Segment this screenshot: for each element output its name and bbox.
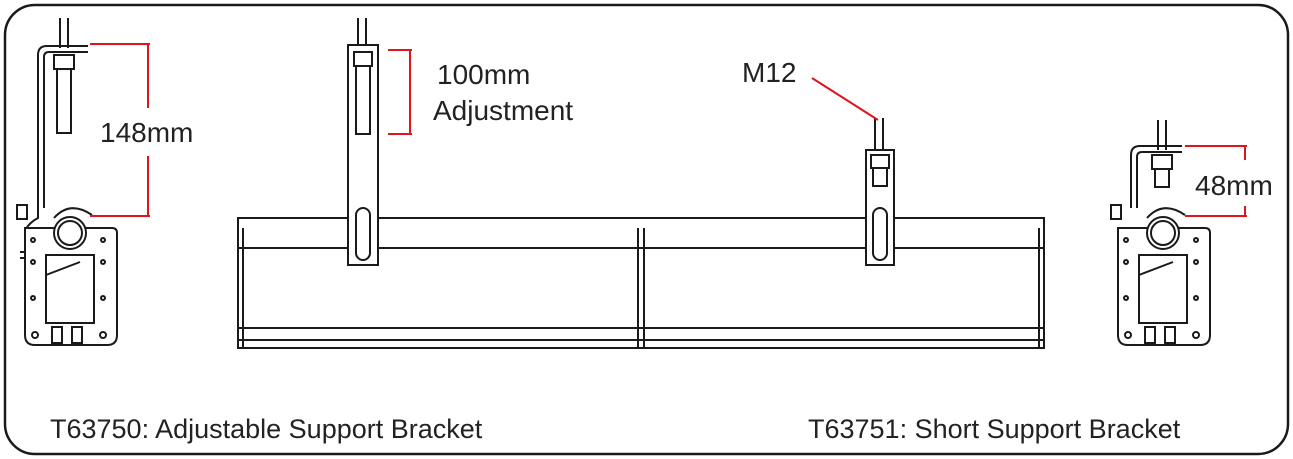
dimension-100mm-adjustment: [388, 49, 412, 135]
m12-leader: [811, 77, 879, 121]
short-bracket-drawing: [1110, 120, 1211, 346]
dimension-148mm: [90, 43, 150, 217]
label-adjustment: Adjustment: [433, 95, 573, 126]
frame-border: [3, 3, 1290, 456]
rail-short-bracket: [865, 118, 895, 266]
label-100mm: 100mm: [437, 59, 530, 90]
rail-adjustable-bracket: [347, 18, 379, 266]
label-48mm: 48mm: [1195, 170, 1273, 201]
caption-short-bracket: T63751: Short Support Bracket: [808, 414, 1181, 444]
adjustable-bracket-drawing: [16, 18, 118, 346]
caption-adjustable-bracket: T63750: Adjustable Support Bracket: [50, 414, 483, 444]
dimension-48mm: [1185, 145, 1247, 217]
label-148mm: 148mm: [100, 117, 193, 148]
label-m12: M12: [742, 57, 796, 88]
